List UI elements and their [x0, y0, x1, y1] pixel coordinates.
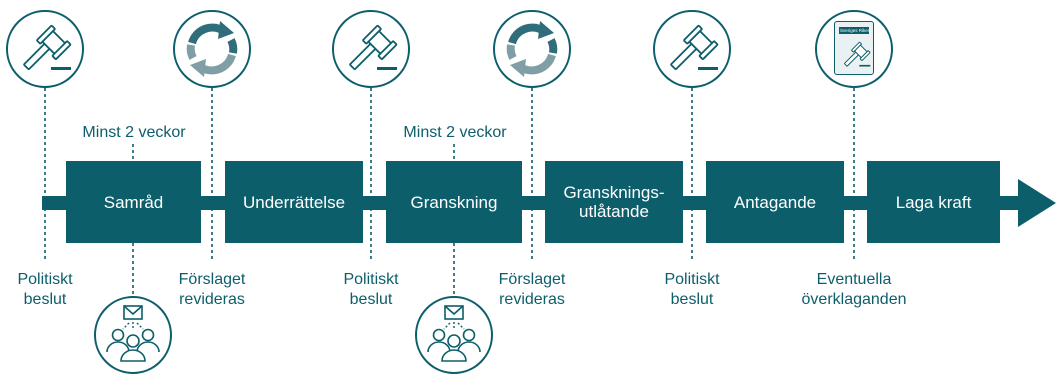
- event-label: Politiskt beslut: [343, 271, 399, 308]
- stage-underrattelse: Underrättelse: [225, 161, 363, 243]
- timeline-arrowhead: [1018, 179, 1056, 227]
- event-label: Eventuella överklaganden: [801, 271, 907, 308]
- stage-granskning: Granskning: [386, 161, 522, 243]
- stage-antagande: Antagande: [706, 161, 844, 243]
- stage-samrad: Samråd: [66, 161, 201, 243]
- event-label: Politiskt beslut: [664, 271, 720, 308]
- event-connectors: [44, 88, 855, 296]
- event-label: Politiskt beslut: [17, 271, 73, 308]
- duration-label: Minst 2 veckor: [403, 124, 507, 141]
- event-label: Förslaget revideras: [498, 271, 566, 308]
- duration-label: Minst 2 veckor: [82, 124, 186, 141]
- event-label: Förslaget revideras: [178, 271, 246, 308]
- stage-laga-kraft: Laga kraft: [867, 161, 1000, 243]
- stage-granskningsutlatande: Gransknings- utlåtande: [545, 161, 683, 243]
- book-title: Sveriges Rikes Lag: [840, 28, 870, 33]
